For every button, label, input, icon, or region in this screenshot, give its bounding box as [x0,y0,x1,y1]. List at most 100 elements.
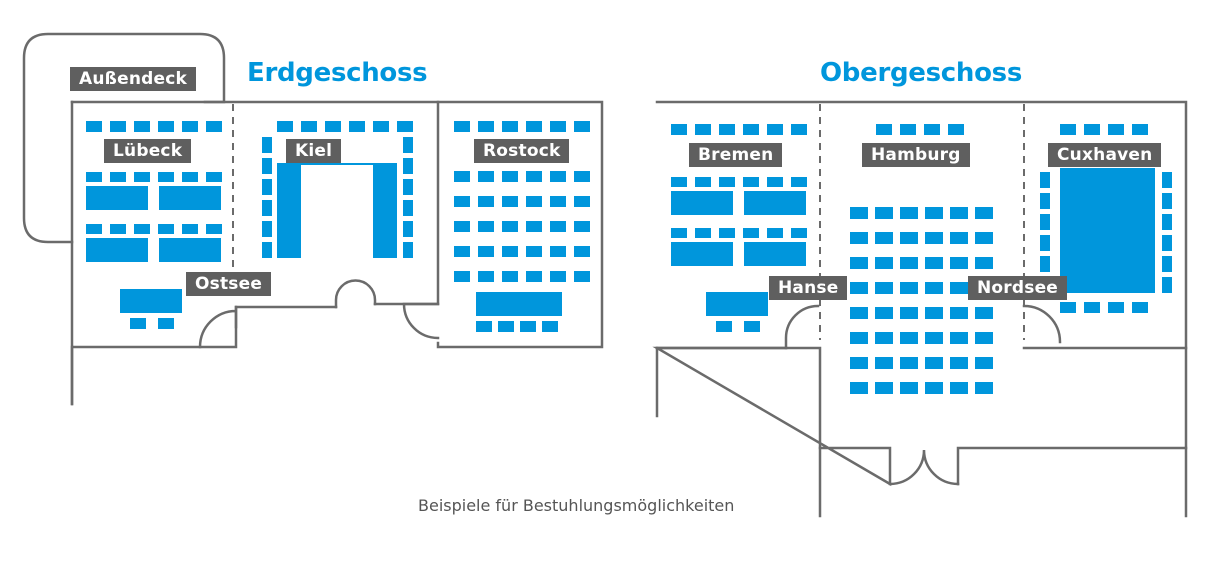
chair [550,271,566,282]
chair [1162,172,1172,188]
kiel-door [334,279,377,309]
chair [397,121,413,132]
chair [502,271,518,282]
chair [850,207,868,219]
chair [403,200,413,216]
upper-floor-walls [652,100,1188,518]
chair [1162,235,1172,251]
chair [948,124,964,135]
chair [900,332,918,344]
chair [950,382,968,394]
chair [478,271,494,282]
chair [875,207,893,219]
chair [574,246,590,257]
table [744,242,806,266]
table [744,191,806,215]
table [476,292,562,316]
chair [454,171,470,182]
chair [695,177,711,187]
chair [526,221,542,232]
chair [950,232,968,244]
table-edge [277,163,397,165]
chair [502,121,518,132]
chair [875,332,893,344]
room-label-bremen: Bremen [689,143,783,167]
table [120,289,182,313]
chair [502,171,518,182]
upper-floor-title: Obergeschoss [820,58,1023,88]
rostock-door [402,302,440,340]
chair [975,207,993,219]
chair [498,321,514,332]
chair [373,121,389,132]
chair [182,121,198,132]
chair [206,224,222,234]
chair [502,221,518,232]
chair [1162,277,1172,293]
chair [671,177,687,187]
chair [767,124,783,135]
chair [158,224,174,234]
chair [134,172,150,182]
chair [1084,302,1100,313]
chair [574,171,590,182]
chair [158,121,174,132]
room-label-ostsee: Ostsee [186,272,272,296]
chair [925,332,943,344]
chair [574,271,590,282]
chair [403,242,413,258]
chair [182,172,198,182]
chair [950,357,968,369]
room-label-cuxhaven: Cuxhaven [1048,143,1162,167]
chair [975,382,993,394]
chair [130,318,146,329]
chair [1040,172,1050,188]
chair [454,271,470,282]
room-label-rostock: Rostock [474,139,570,163]
chair [206,121,222,132]
furniture-layer [86,121,1172,394]
chair [262,158,272,174]
chair [110,172,126,182]
chair [262,242,272,258]
room-label-kiel: Kiel [286,139,342,163]
table [86,186,148,210]
chair [975,357,993,369]
chair [403,221,413,237]
chair [403,137,413,153]
chair [950,307,968,319]
chair [671,124,687,135]
chair [900,257,918,269]
chair [1132,302,1148,313]
chair [900,207,918,219]
chair [900,382,918,394]
chair [1108,302,1124,313]
chair [502,246,518,257]
chair [791,124,807,135]
chair [1084,124,1100,135]
chair [526,246,542,257]
table [277,163,301,258]
chair [925,382,943,394]
chair [478,171,494,182]
chair [950,207,968,219]
table [671,191,733,215]
chair [875,382,893,394]
chair [719,177,735,187]
table [86,238,148,262]
chair [158,172,174,182]
chair [550,221,566,232]
chair [925,282,943,294]
chair [791,228,807,238]
table [1060,168,1155,293]
chair [925,357,943,369]
chair [950,257,968,269]
chair [875,232,893,244]
chair [349,121,365,132]
chair [206,172,222,182]
chair [526,121,542,132]
chair [925,232,943,244]
chair [875,357,893,369]
room-label-hamburg: Hamburg [862,143,970,167]
